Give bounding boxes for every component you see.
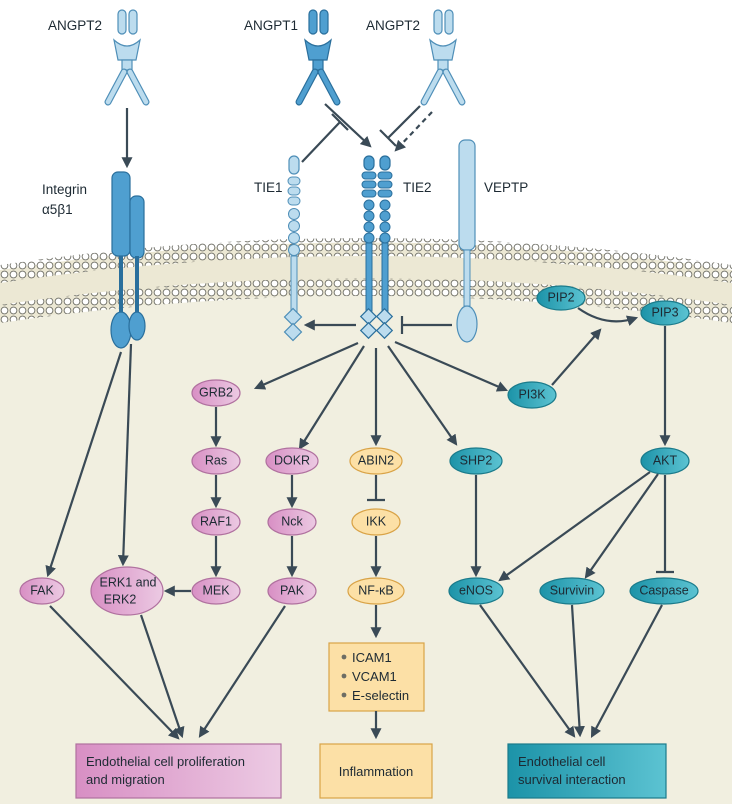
adhesion-item-eselectin: E-selectin: [352, 688, 409, 703]
fak-label: FAK: [30, 583, 54, 597]
erk-label-line2: ERK2: [104, 592, 137, 606]
angpt2-right-label: ANGPT2: [366, 18, 420, 33]
survival-label-line1: Endothelial cell: [518, 754, 606, 769]
proliferation-outcome-box: [75, 743, 282, 799]
abin2-inhibits-ikk: [367, 475, 385, 502]
pi3k-label: PI3K: [518, 387, 546, 401]
angpt2-inhibits-tie2: [379, 105, 421, 147]
nfkb-label: NF-κB: [358, 583, 393, 597]
angpt1-to-tie2-arrow: [324, 103, 372, 148]
teal-pathway: [448, 381, 699, 605]
yellow-pathway: [347, 447, 405, 605]
angpt2-left-label: ANGPT2: [48, 18, 102, 33]
veptp-receptor: [456, 139, 478, 343]
pip3-node: [640, 300, 690, 326]
pip2-label: PIP2: [547, 290, 574, 304]
bullet-dot: [341, 673, 347, 679]
pink-pathway-arrows: [45, 343, 298, 740]
dokr-label: DOKR: [274, 453, 310, 467]
grb2-label: GRB2: [199, 385, 233, 399]
integrin-receptor: [110, 171, 146, 349]
pip3-label: PIP3: [651, 305, 678, 319]
angpt1-inhibits-tie1: [301, 113, 349, 163]
angpt2-left-ligand: [104, 9, 150, 106]
erk-label-line1: ERK1 and: [100, 575, 157, 589]
survival-label-line2: survival interaction: [518, 772, 626, 787]
tie2-receptor: [359, 155, 394, 340]
enos-label: eNOS: [459, 583, 493, 597]
veptp-label: VEPTP: [484, 180, 528, 195]
veptp-inhibits-tie2: [400, 316, 452, 334]
abin2-label: ABIN2: [358, 453, 394, 467]
bullet-dot: [341, 692, 347, 698]
integrin-label-line2: α5β1: [42, 202, 73, 217]
angpt1-ligand: [295, 9, 341, 106]
caspase-label: Caspase: [639, 583, 688, 597]
nck-label: Nck: [281, 514, 303, 528]
proliferation-label-line1: Endothelial cell proliferation: [86, 754, 245, 769]
bullet-dot: [341, 654, 347, 660]
tie1-label: TIE1: [254, 180, 283, 195]
pak-label: PAK: [280, 583, 305, 597]
angpt2-activates-tie2-dashed: [394, 111, 433, 152]
tie2-label: TIE2: [403, 180, 432, 195]
akt-label: AKT: [653, 453, 678, 467]
survivin-label: Survivin: [550, 583, 595, 597]
ras-label: Ras: [205, 453, 227, 467]
pip2-node: [536, 285, 586, 311]
inflammation-outcome-box: [319, 743, 433, 799]
ikk-label: IKK: [366, 514, 387, 528]
membrane-outer-leaflet: [0, 238, 732, 283]
proliferation-label-line2: and migration: [86, 772, 165, 787]
tie2-downstream-arrows: [253, 340, 509, 450]
shp2-label: SHP2: [460, 453, 493, 467]
survival-outcome-box: [507, 743, 667, 799]
integrin-label-line1: Integrin: [42, 182, 87, 197]
teal-pathway-arrows: [470, 326, 674, 738]
angpt2-right-ligand: [420, 9, 466, 106]
pip2-to-pip3-arrow: [577, 307, 639, 326]
mek-label: MEK: [202, 583, 230, 597]
raf1-label: RAF1: [200, 514, 232, 528]
adhesion-item-icam1: ICAM1: [352, 650, 392, 665]
inflammation-label: Inflammation: [339, 764, 413, 779]
angpt1-label: ANGPT1: [244, 18, 298, 33]
adhesion-item-vcam1: VCAM1: [352, 669, 397, 684]
tie1-receptor: [283, 155, 303, 342]
pink-pathway: [19, 379, 319, 616]
